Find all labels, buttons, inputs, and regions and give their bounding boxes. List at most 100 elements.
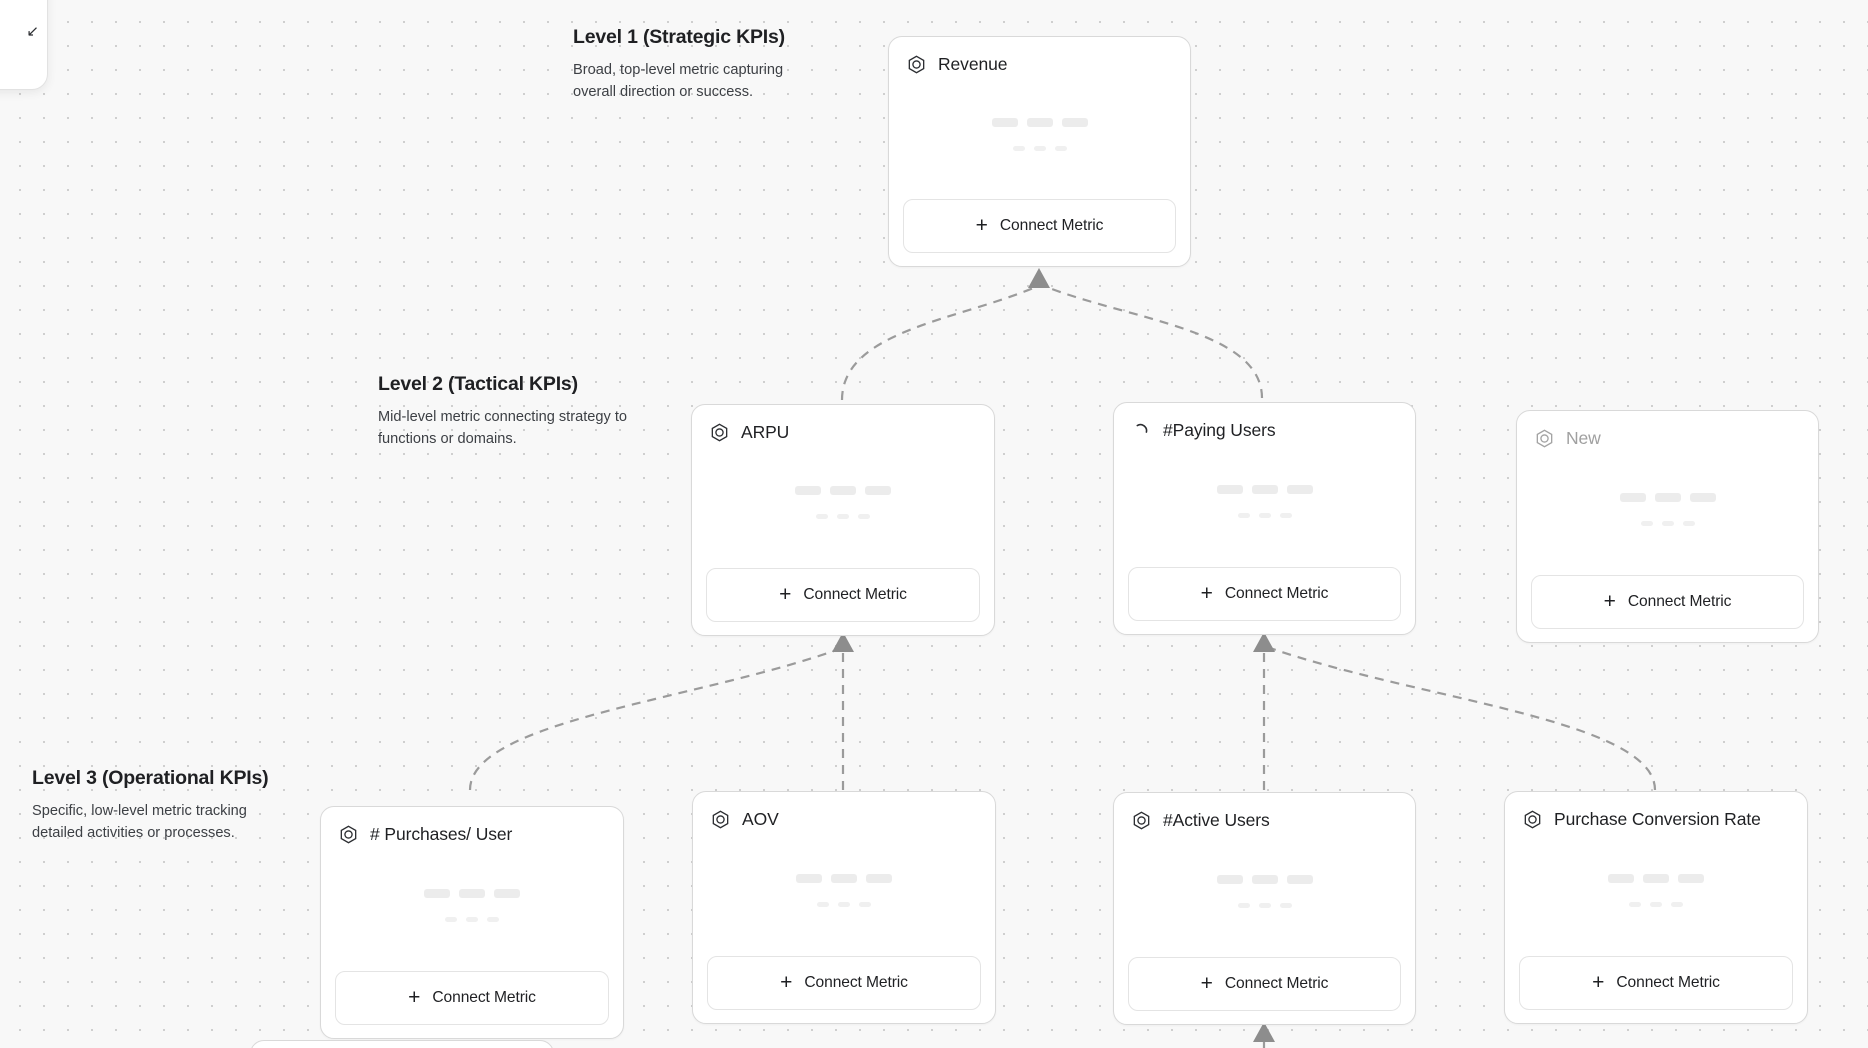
- hexagon-target-icon: [711, 423, 728, 442]
- skeleton-bar: [459, 888, 485, 898]
- card-skeleton-body: [706, 443, 980, 568]
- skeleton-bar-small: [1279, 902, 1292, 908]
- connect-metric-button[interactable]: + Connect Metric: [903, 199, 1176, 253]
- skeleton-bar-small: [859, 901, 871, 907]
- metric-card-partial-offscreen[interactable]: [250, 1040, 554, 1048]
- plus-icon: +: [1200, 971, 1213, 995]
- connect-metric-label: Connect Metric: [1224, 585, 1329, 602]
- skeleton-bar-small: [1650, 901, 1662, 907]
- skeleton-bar: [1654, 492, 1681, 502]
- metric-card-active-users[interactable]: #Active Users + Connect Metric: [1113, 792, 1416, 1025]
- hexagon-target-icon: [1524, 810, 1541, 829]
- card-skeleton-body: [1531, 449, 1804, 575]
- metric-card-new[interactable]: New + Connect Metric: [1516, 410, 1819, 643]
- skeleton-bar: [1216, 484, 1243, 494]
- level-2-description: Mid-level metric connecting strategy to …: [378, 409, 628, 447]
- skeleton-row-secondary: [1237, 512, 1292, 518]
- skeleton-row-secondary: [1012, 145, 1067, 151]
- skeleton-bar-small: [858, 514, 870, 519]
- floating-corner-panel[interactable]: ↙: [0, 0, 48, 90]
- skeleton-row-primary: [1216, 484, 1313, 494]
- skeleton-bar-small: [1033, 145, 1046, 151]
- skeleton-bar-small: [1279, 512, 1292, 518]
- plus-icon: +: [780, 970, 793, 994]
- skeleton-bar-small: [1237, 512, 1250, 518]
- skeleton-row-secondary: [1237, 902, 1292, 908]
- skeleton-bar-small: [1640, 520, 1653, 526]
- connect-metric-button[interactable]: + Connect Metric: [1519, 956, 1793, 1010]
- skeleton-bar-small: [487, 916, 499, 922]
- skeleton-bar: [1061, 117, 1088, 127]
- connect-metric-button[interactable]: + Connect Metric: [1128, 957, 1401, 1011]
- edge-arpu-to-revenue: [840, 284, 1039, 401]
- hexagon-target-icon: [908, 55, 925, 74]
- hexagon-target-icon: [340, 825, 357, 844]
- skeleton-bar-small: [445, 916, 457, 922]
- metric-card-revenue[interactable]: Revenue + Connect Metric: [888, 36, 1191, 267]
- card-header: AOV: [707, 806, 981, 830]
- level-label-1: Level 1 (Strategic KPIs) Broad, top-leve…: [573, 26, 833, 104]
- card-skeleton-body: [903, 75, 1176, 199]
- edge-purchases-to-arpu: [468, 646, 843, 791]
- connect-metric-label: Connect Metric: [804, 974, 908, 991]
- card-title: Purchase Conversion Rate: [1554, 809, 1761, 829]
- connect-metric-button[interactable]: + Connect Metric: [706, 568, 980, 622]
- loading-spinner-icon: [1136, 423, 1148, 433]
- connect-metric-button[interactable]: + Connect Metric: [1531, 575, 1804, 629]
- skeleton-bar: [1608, 873, 1634, 883]
- metric-card-purchase-conversion-rate[interactable]: Purchase Conversion Rate + Connect Metri…: [1504, 791, 1808, 1024]
- skeleton-row-primary: [1619, 492, 1716, 502]
- skeleton-row-secondary: [445, 916, 499, 922]
- card-header: Revenue: [903, 51, 1176, 75]
- skeleton-row-secondary: [817, 901, 871, 907]
- skeleton-bar-small: [1671, 901, 1683, 907]
- card-title: AOV: [742, 809, 779, 829]
- skeleton-bar-small: [1661, 520, 1674, 526]
- skeleton-bar-small: [1054, 145, 1067, 151]
- skeleton-bar: [1026, 117, 1053, 127]
- card-skeleton-body: [1519, 830, 1793, 956]
- card-skeleton-body: [707, 830, 981, 956]
- plus-icon: +: [779, 582, 792, 606]
- metric-card-aov[interactable]: AOV + Connect Metric: [692, 791, 996, 1024]
- edge-paying-users-to-revenue: [1043, 284, 1264, 399]
- card-title: #Active Users: [1163, 810, 1270, 830]
- level-3-title: Level 3 (Operational KPIs): [32, 767, 269, 789]
- connect-metric-label: Connect Metric: [432, 989, 536, 1006]
- hexagon-target-icon: [712, 810, 729, 829]
- skeleton-bar: [1216, 874, 1243, 884]
- skeleton-bar-small: [1258, 512, 1271, 518]
- skeleton-row-primary: [795, 486, 891, 495]
- skeleton-row-primary: [796, 873, 892, 883]
- card-header: #Active Users: [1128, 807, 1401, 831]
- skeleton-bar-small: [1629, 901, 1641, 907]
- level-label-3: Level 3 (Operational KPIs) Specific, low…: [32, 767, 294, 845]
- arrowhead-bottom-active-users: [1253, 1022, 1275, 1042]
- metric-card-paying-users[interactable]: #Paying Users + Connect Metric: [1113, 402, 1416, 635]
- plus-icon: +: [975, 213, 988, 237]
- hexagon-target-icon: [1133, 811, 1150, 830]
- skeleton-bar-small: [837, 514, 849, 519]
- card-title: New: [1566, 428, 1601, 448]
- metric-card-arpu[interactable]: ARPU + Connect Metric: [691, 404, 995, 636]
- card-title: #Paying Users: [1163, 420, 1276, 440]
- connect-metric-button[interactable]: + Connect Metric: [1128, 567, 1401, 621]
- skeleton-row-secondary: [816, 514, 870, 519]
- plus-icon: +: [1603, 589, 1616, 613]
- skeleton-bar-small: [1237, 902, 1250, 908]
- metric-card-purchases-per-user[interactable]: # Purchases/ User + Connect Metric: [320, 806, 624, 1039]
- connect-metric-button[interactable]: + Connect Metric: [707, 956, 981, 1010]
- hexagon-target-icon: [1536, 429, 1553, 448]
- skeleton-row-secondary: [1629, 901, 1683, 907]
- card-header: Purchase Conversion Rate: [1519, 806, 1793, 830]
- connect-metric-button[interactable]: + Connect Metric: [335, 971, 609, 1025]
- skeleton-row-primary: [1216, 874, 1313, 884]
- edge-conversion-to-paying-users: [1269, 646, 1657, 791]
- connect-metric-label: Connect Metric: [999, 217, 1104, 234]
- connect-metric-label: Connect Metric: [803, 586, 907, 603]
- skeleton-bar: [1286, 484, 1313, 494]
- skeleton-bar-small: [838, 901, 850, 907]
- skeleton-bar: [795, 486, 821, 495]
- arrowhead-paying-users: [1253, 632, 1275, 652]
